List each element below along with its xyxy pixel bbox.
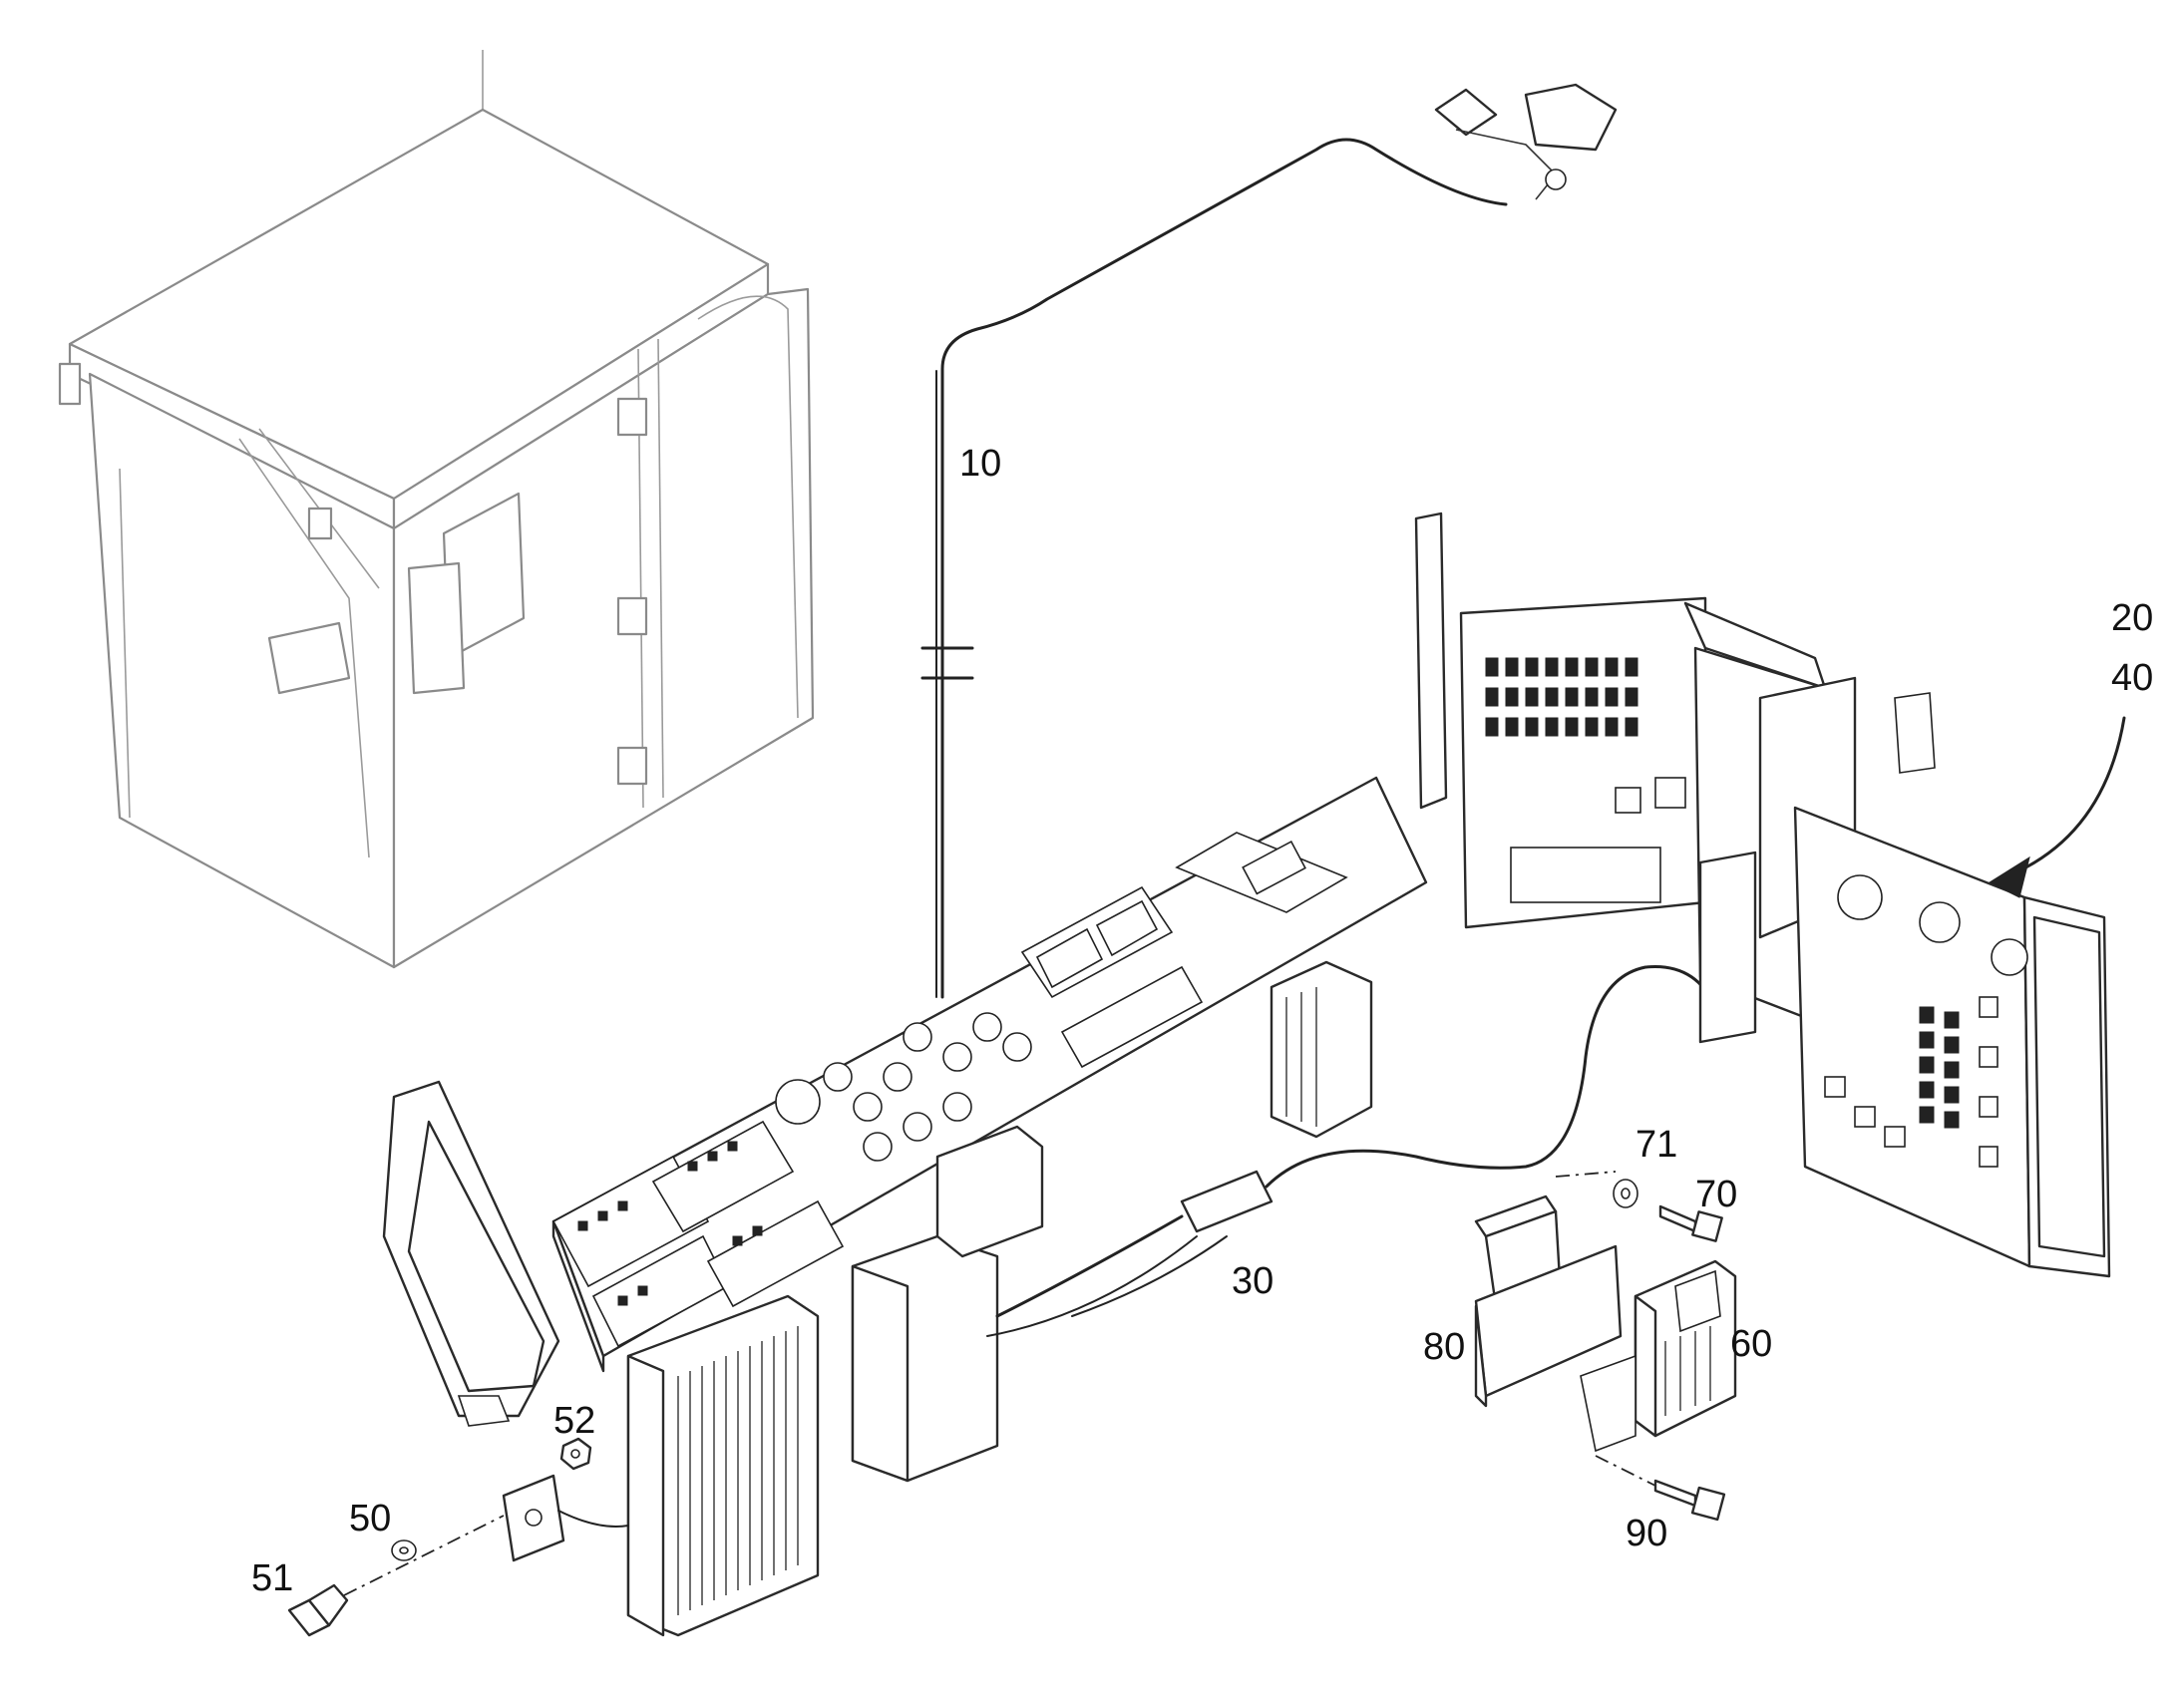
callout-90: 90 xyxy=(1626,1513,1667,1554)
callout-50: 50 xyxy=(349,1498,391,1539)
heatsink-fins xyxy=(677,1326,799,1615)
assembly-arrow xyxy=(1988,716,2126,898)
cable-harness-10 xyxy=(920,83,1618,999)
mounting-bracket-80 xyxy=(1474,1171,1623,1408)
controller-board xyxy=(1793,692,2111,1278)
nut-52 xyxy=(559,1437,592,1471)
cable-harness-30 xyxy=(986,965,1717,1337)
circuit-board-assembly xyxy=(1414,512,1857,1044)
screw-70 xyxy=(1658,1204,1723,1242)
control-box xyxy=(851,960,1373,1483)
washer-71 xyxy=(1613,1179,1638,1208)
callout-52: 52 xyxy=(553,1400,595,1442)
callout-51: 51 xyxy=(251,1557,293,1599)
callout-60: 60 xyxy=(1730,1323,1772,1365)
callout-40: 40 xyxy=(2111,657,2153,699)
callout-labels: 10 20 40 30 71 70 80 60 90 52 50 51 xyxy=(251,443,2153,1599)
callout-70: 70 xyxy=(1695,1174,1737,1215)
callout-30: 30 xyxy=(1232,1260,1273,1302)
callout-20: 20 xyxy=(2111,597,2153,639)
callout-10: 10 xyxy=(959,443,1001,485)
callout-71: 71 xyxy=(1635,1124,1677,1166)
relay-grid xyxy=(1485,657,1638,737)
washer-50 xyxy=(391,1539,417,1561)
heatsink-module xyxy=(502,1294,820,1637)
terminal-strip xyxy=(1919,1006,1960,1129)
display-monitor xyxy=(382,1080,560,1427)
screw-51 xyxy=(287,1583,349,1637)
control-module-60 xyxy=(1580,1259,1737,1453)
fastener-leader-line xyxy=(343,1515,505,1596)
control-console xyxy=(551,776,1428,1373)
operator-cab xyxy=(58,50,815,969)
callout-80: 80 xyxy=(1423,1326,1465,1368)
screw-90 xyxy=(1595,1455,1726,1522)
